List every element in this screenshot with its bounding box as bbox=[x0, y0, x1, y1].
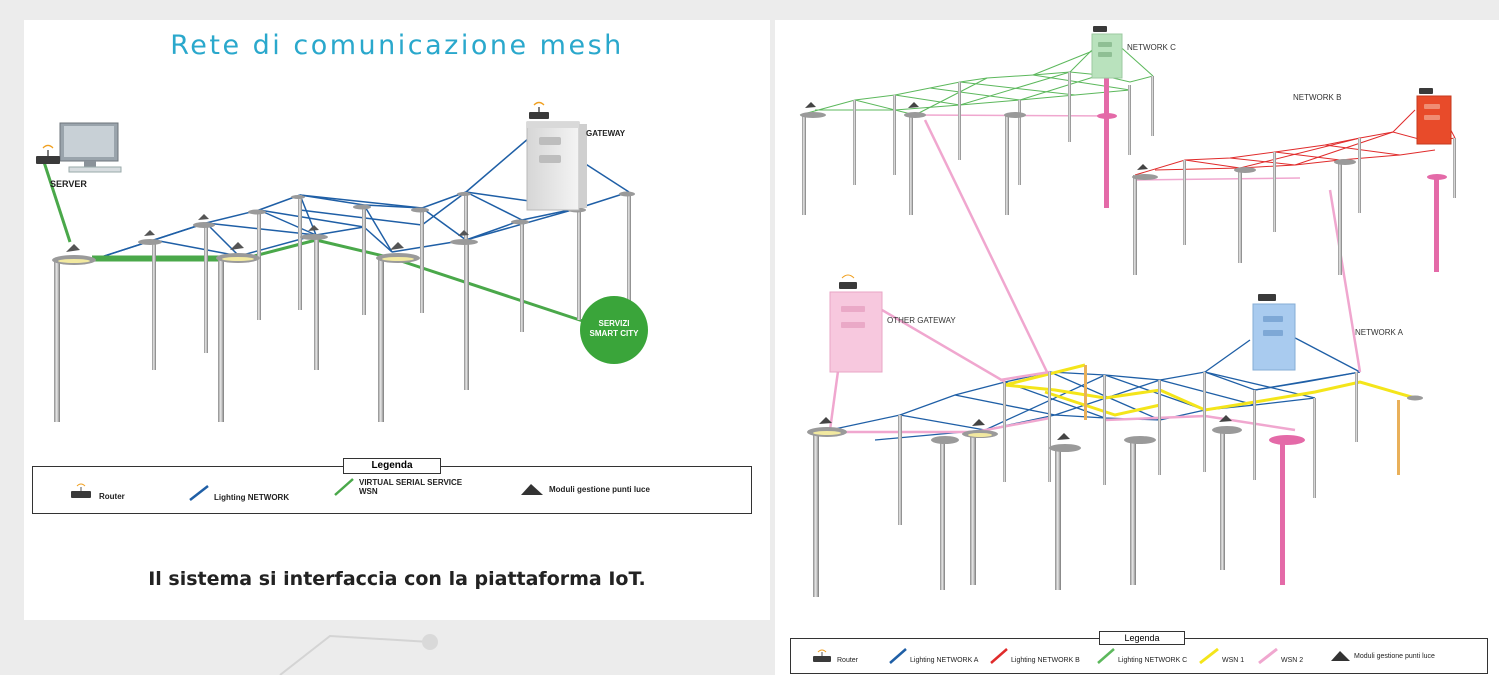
gateway-network-c bbox=[1091, 26, 1123, 79]
caption: Il sistema si interfaccia con la piattaf… bbox=[148, 568, 646, 590]
lighting-network-links bbox=[91, 131, 630, 261]
green-line-icon bbox=[1097, 648, 1115, 664]
legend-label-wsn2: WSN 2 bbox=[1281, 656, 1304, 664]
gateway-cabinet bbox=[526, 121, 587, 211]
legend-label-vss-2: WSN bbox=[359, 487, 378, 496]
module-icon bbox=[1331, 651, 1350, 661]
server-computer bbox=[59, 122, 122, 173]
multi-network-diagram: NETWORK C NETWORK B NETWORK A OTHER GATE… bbox=[799, 26, 1456, 597]
other-gateway-label: OTHER GATEWAY bbox=[887, 316, 956, 325]
blue-line-icon bbox=[889, 648, 907, 664]
network-b-label: NETWORK B bbox=[1293, 93, 1341, 102]
pink-line-icon bbox=[1258, 647, 1278, 665]
legend-item-modules: Moduli gestione punti luce bbox=[1329, 649, 1435, 663]
legend-label-wsn1: WSN 1 bbox=[1222, 656, 1245, 664]
legend-title: Legenda bbox=[343, 458, 441, 474]
module-icon bbox=[521, 484, 543, 495]
legend-label-vss-1: VIRTUAL SERIAL SERVICE bbox=[359, 478, 463, 487]
mesh-diagram: SERVER GATEWAY SERVIZI SMART CITY bbox=[36, 101, 648, 422]
services-label-line1: SERVIZI bbox=[599, 319, 630, 328]
legend-item-virtual-serial: VIRTUAL SERIAL SERVICE WSN bbox=[333, 477, 462, 497]
legend-label-router: Router bbox=[99, 491, 125, 501]
gateway-router-icon bbox=[529, 101, 549, 119]
legend-item-router: Router bbox=[69, 483, 125, 501]
gateway-network-b bbox=[1416, 88, 1452, 145]
blue-line-icon bbox=[189, 484, 209, 501]
legend-label-lighting-a: Lighting NETWORK A bbox=[910, 656, 979, 664]
red-line-icon bbox=[990, 648, 1008, 664]
wsn-poles bbox=[1084, 78, 1439, 585]
legend-item-wsn2: WSN 2 bbox=[1257, 647, 1303, 665]
legend-label-modules: Moduli gestione punti luce bbox=[1354, 652, 1435, 660]
services-label-line2: SMART CITY bbox=[590, 329, 640, 338]
legend-item-wsn1: WSN 1 bbox=[1198, 647, 1244, 665]
legend-label-router: Router bbox=[837, 656, 859, 664]
legend-item-lighting-network: Lighting NETWORK bbox=[188, 483, 289, 502]
legend-left: Legenda Router Lighting NETWORK VIRTUAL … bbox=[32, 458, 752, 514]
legend-item-modules: Moduli gestione punti luce bbox=[519, 481, 650, 497]
router-icon bbox=[813, 649, 831, 662]
smart-city-services-node: SERVIZI SMART CITY bbox=[580, 296, 648, 364]
luminaire-heads bbox=[52, 191, 635, 265]
network-b-wsn-links bbox=[1134, 177, 1301, 181]
legend-label-lighting: Lighting NETWORK bbox=[214, 493, 290, 502]
network-c-label: NETWORK C bbox=[1127, 43, 1176, 52]
legend-right: Legenda Router Lighting NETWORK A Lighti… bbox=[790, 631, 1488, 674]
legend-label-lighting-b: Lighting NETWORK B bbox=[1011, 656, 1080, 664]
gateway-label: GATEWAY bbox=[586, 129, 626, 138]
light-poles-back bbox=[54, 192, 631, 422]
light-poles bbox=[802, 72, 1456, 597]
legend-item-lighting-b: Lighting NETWORK B bbox=[989, 647, 1080, 665]
yellow-line-icon bbox=[1199, 647, 1219, 665]
other-gateway-cabinet bbox=[829, 274, 883, 373]
mesh-diagram-panel: Rete di comunicazione mesh bbox=[24, 20, 770, 620]
legend-label-lighting-c: Lighting NETWORK C bbox=[1118, 656, 1188, 664]
legend-item-lighting-c: Lighting NETWORK C bbox=[1096, 647, 1187, 665]
luminaire-heads bbox=[800, 102, 1447, 452]
server-router-icon bbox=[36, 144, 60, 164]
legend-title: Legenda bbox=[1099, 631, 1185, 645]
background-decoration bbox=[279, 634, 438, 675]
network-a-label: NETWORK A bbox=[1355, 328, 1404, 337]
legend-label-modules: Moduli gestione punti luce bbox=[549, 484, 650, 494]
legend-item-router: Router bbox=[811, 649, 858, 665]
green-line-icon bbox=[334, 478, 354, 496]
wsn2-links bbox=[828, 119, 1362, 434]
server-label: SERVER bbox=[50, 179, 87, 189]
multi-network-panel: NETWORK C NETWORK B NETWORK A OTHER GATE… bbox=[775, 20, 1499, 675]
diagram-title: Rete di comunicazione mesh bbox=[170, 30, 624, 61]
virtual-serial-service-links bbox=[42, 161, 605, 330]
gateway-network-a bbox=[1252, 294, 1296, 371]
legend-item-lighting-a: Lighting NETWORK A bbox=[888, 647, 978, 665]
router-icon bbox=[71, 483, 91, 498]
